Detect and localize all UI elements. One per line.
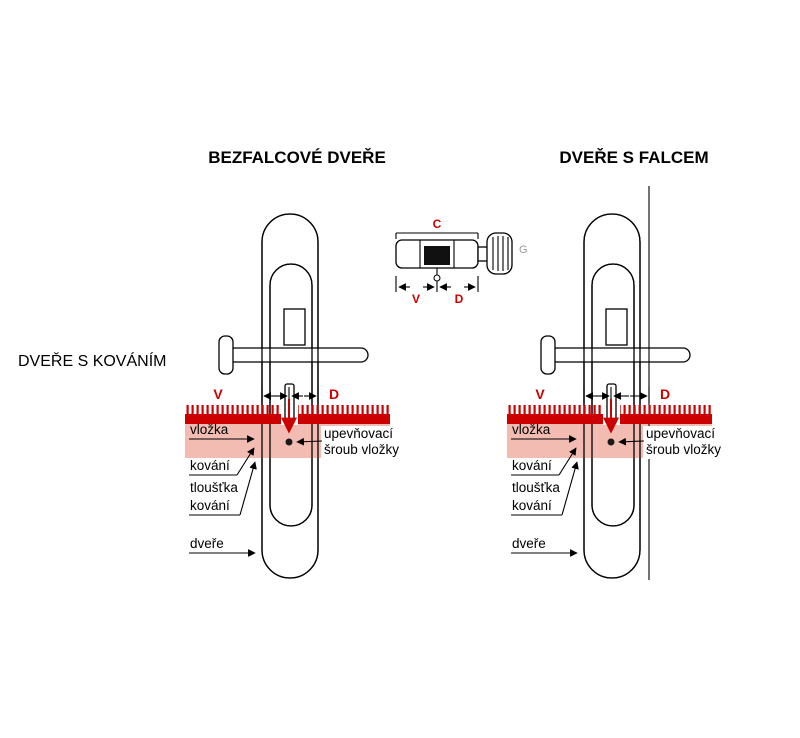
screw-label-bg bbox=[321, 426, 405, 459]
title-bezfalcove-dvere: BEZFALCOVÉ DVEŘE bbox=[208, 148, 386, 167]
leader-tloustka bbox=[189, 461, 257, 516]
cylinder-inset: C G bbox=[395, 217, 528, 306]
cylinder-cam bbox=[424, 246, 450, 265]
handle-knob bbox=[218, 335, 234, 375]
label-vlozka: vložka bbox=[190, 422, 229, 437]
handle-bar bbox=[549, 347, 691, 363]
label-kovani: kování bbox=[190, 458, 230, 473]
leader-tloustka bbox=[511, 461, 579, 516]
label-kovani: kování bbox=[512, 458, 552, 473]
screw-label-bg bbox=[643, 426, 727, 459]
title-dvere-s-falcem: DVEŘE S FALCEM bbox=[559, 148, 708, 167]
label-tloustka-line1: tloušťka bbox=[512, 480, 560, 495]
label-sroub-line2: šroub vložky bbox=[324, 442, 399, 457]
label-sroub-line1: upevňovací bbox=[646, 426, 715, 441]
label-vlozka: vložka bbox=[512, 422, 551, 437]
dim-v-label: V bbox=[535, 386, 545, 402]
inset-bottom-dimensions bbox=[395, 276, 479, 292]
door-handle bbox=[540, 335, 691, 375]
label-dvere: dveře bbox=[512, 536, 546, 551]
knob-g-label: G bbox=[519, 244, 528, 256]
inset-screw-hole bbox=[433, 274, 441, 282]
inset-dim-d-label: D bbox=[455, 292, 464, 306]
dim-v-label: V bbox=[213, 386, 223, 402]
label-tloustka-line2: kování bbox=[190, 498, 230, 513]
dim-d-label: D bbox=[660, 386, 670, 402]
inset-dim-v-label: V bbox=[412, 292, 420, 306]
handle-follower bbox=[283, 308, 306, 346]
label-dvere: dveře bbox=[190, 536, 224, 551]
handle-follower bbox=[605, 308, 628, 346]
side-note-dvere-s-kovanim: DVEŘE S KOVÁNÍM bbox=[18, 351, 166, 370]
diagram-bezfalcove: V D vložka kování tloušťka kování dveře … bbox=[185, 213, 405, 579]
handle-knob bbox=[540, 335, 556, 375]
knob-ridges bbox=[492, 236, 509, 271]
dim-d-label: D bbox=[329, 386, 339, 402]
inset-dim-c-label: C bbox=[433, 217, 442, 231]
label-sroub-line2: šroub vložky bbox=[646, 442, 721, 457]
leader-kovani bbox=[189, 447, 255, 476]
fixing-screw-dot bbox=[285, 438, 293, 446]
label-tloustka-line2: kování bbox=[512, 498, 552, 513]
handle-bar bbox=[227, 347, 369, 363]
leader-kovani bbox=[511, 447, 577, 476]
leader-sroub bbox=[296, 437, 323, 446]
label-tloustka-line1: tloušťka bbox=[190, 480, 238, 495]
cylinder-thumbturn-knob bbox=[477, 232, 513, 275]
fixing-screw-dot bbox=[607, 438, 615, 446]
diagram-s-falcem: V D vložka kování tloušťka kování dveře … bbox=[507, 186, 727, 580]
inset-c-bracket bbox=[395, 232, 479, 239]
door-handle bbox=[218, 335, 369, 375]
leader-sroub bbox=[618, 437, 645, 446]
label-sroub-line1: upevňovací bbox=[324, 426, 393, 441]
